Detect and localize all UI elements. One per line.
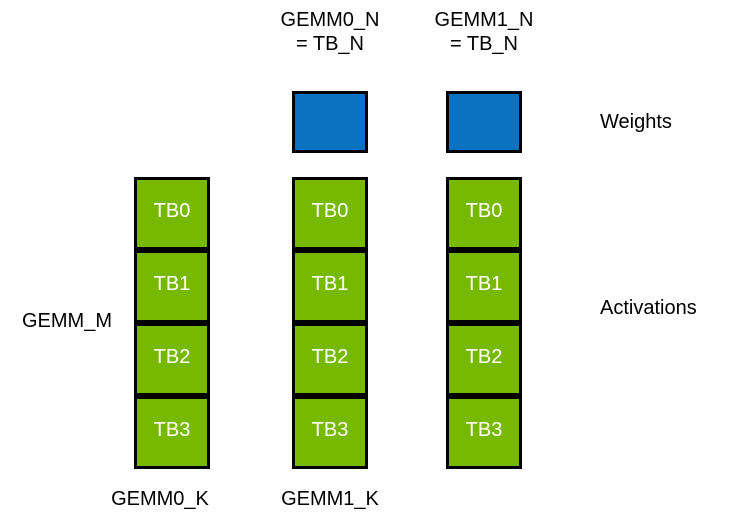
activation-cell: TB3 <box>292 396 368 469</box>
activation-cell: TB1 <box>134 250 210 323</box>
gemm1-weight-block <box>446 91 522 153</box>
activation-cell-label: TB1 <box>153 273 191 295</box>
activation-column-2: TB0 TB1 TB2 TB3 <box>446 177 522 469</box>
gemm0-weight-block <box>292 91 368 153</box>
activation-cell: TB2 <box>134 323 210 396</box>
activation-cell: TB1 <box>446 250 522 323</box>
activation-cell: TB2 <box>292 323 368 396</box>
gemm-m-label: GEMM_M <box>22 310 112 332</box>
activation-cell-label: TB0 <box>153 200 191 222</box>
gemm1-n-label: GEMM1_N = TB_N <box>434 9 534 55</box>
activation-cell: TB1 <box>292 250 368 323</box>
gemm1-k-label: GEMM1_K <box>281 488 379 510</box>
activation-cell-label: TB0 <box>465 200 503 222</box>
activation-cell: TB0 <box>134 177 210 250</box>
activation-cell: TB2 <box>446 323 522 396</box>
gemm0-n-label: GEMM0_N = TB_N <box>280 9 380 55</box>
activations-label: Activations <box>600 297 697 319</box>
activation-cell: TB3 <box>446 396 522 469</box>
activation-cell-label: TB3 <box>311 419 349 441</box>
activation-cell-label: TB2 <box>311 346 349 368</box>
activation-column-0: TB0 TB1 TB2 TB3 <box>134 177 210 469</box>
activation-cell-label: TB3 <box>465 419 503 441</box>
activation-cell-label: TB3 <box>153 419 191 441</box>
activation-cell-label: TB0 <box>311 200 349 222</box>
activation-cell-label: TB1 <box>465 273 503 295</box>
weights-label: Weights <box>600 111 672 133</box>
activation-cell-label: TB2 <box>153 346 191 368</box>
activation-cell: TB0 <box>446 177 522 250</box>
activation-cell-label: TB1 <box>311 273 349 295</box>
gemm0-k-label: GEMM0_K <box>111 488 209 510</box>
activation-column-1: TB0 TB1 TB2 TB3 <box>292 177 368 469</box>
activation-cell-label: TB2 <box>465 346 503 368</box>
activation-cell: TB3 <box>134 396 210 469</box>
activation-cell: TB0 <box>292 177 368 250</box>
